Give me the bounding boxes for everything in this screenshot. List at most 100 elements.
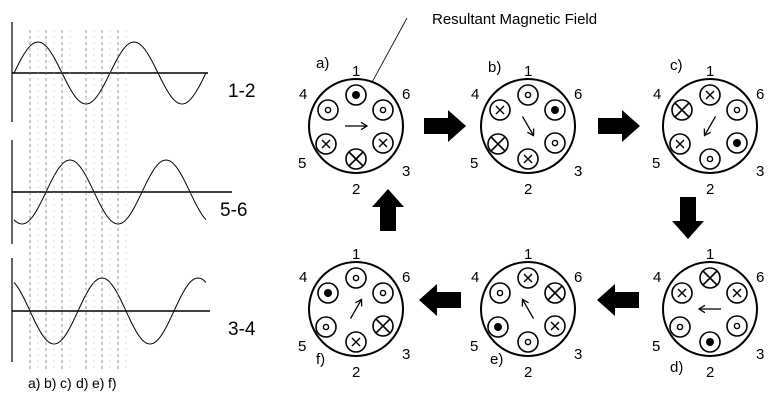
slot-label-6: 6 <box>574 269 582 286</box>
conductor-dot <box>551 106 559 114</box>
field-arrow-head <box>360 121 369 131</box>
field-arrow-head <box>527 128 535 137</box>
slot-label-3: 3 <box>402 163 410 180</box>
conductor-small-cross <box>732 288 742 298</box>
slot-label-3: 3 <box>756 346 764 363</box>
conductor-cross <box>348 151 364 167</box>
conductor-small-circle <box>322 323 330 331</box>
time-marker-label: e) <box>92 375 104 391</box>
step-label: d) <box>670 359 683 376</box>
conductor-small-circle <box>496 289 504 297</box>
slot-label-4: 4 <box>299 86 307 103</box>
step-label: f) <box>316 351 325 368</box>
step-label: b) <box>488 59 501 76</box>
slot-label-3: 3 <box>402 346 410 363</box>
slot-label-5: 5 <box>470 338 478 355</box>
conductor-small-circle <box>676 323 684 331</box>
conductor-dot <box>352 91 360 99</box>
wave-label: 1-2 <box>228 81 255 102</box>
slot-label-1: 1 <box>706 63 714 80</box>
conductor-small-cross <box>675 139 685 149</box>
slot-label-3: 3 <box>574 346 582 363</box>
flow-arrow-right <box>424 110 466 142</box>
slot-label-6: 6 <box>402 86 410 103</box>
conductor-cross <box>490 136 506 152</box>
conductor-small-circle <box>324 106 332 114</box>
flow-arrow-down <box>672 197 704 239</box>
slot-label-5: 5 <box>652 338 660 355</box>
slot-label-1: 1 <box>524 246 532 263</box>
conductor-dot <box>733 139 741 147</box>
slot-label-1: 1 <box>352 63 360 80</box>
conductor-dot <box>494 323 502 331</box>
stator-step: 1 2 3 4 5 6 d) <box>652 246 764 381</box>
field-arrow-shaft <box>349 299 363 319</box>
flow-arrow-up <box>372 189 404 231</box>
conductor-small-circle <box>352 274 360 282</box>
conductor-small-circle <box>706 155 714 163</box>
conductor-cross <box>674 102 690 118</box>
conductor-small-circle <box>733 106 741 114</box>
field-arrow-shaft <box>521 116 535 136</box>
conductor-small-circle <box>524 338 532 346</box>
conductor-small-cross <box>495 105 505 115</box>
conductor-small-circle <box>524 91 532 99</box>
slot-label-2: 2 <box>706 364 714 381</box>
slot-label-4: 4 <box>653 86 661 103</box>
conductor-cross <box>702 270 718 286</box>
slot-label-2: 2 <box>524 181 532 198</box>
conductor-small-cross <box>677 288 687 298</box>
step-label: e) <box>490 351 503 368</box>
stator-sequence: 123456a)123456b)123456c)123456d)123456e)… <box>298 55 764 381</box>
conductor-small-cross <box>550 321 560 331</box>
slot-label-4: 4 <box>471 86 479 103</box>
time-marker-label: d) <box>76 375 88 391</box>
slot-label-6: 6 <box>756 269 764 286</box>
wave-label: 5-6 <box>220 200 247 221</box>
slot-label-3: 3 <box>574 163 582 180</box>
conductor-cross <box>375 318 391 334</box>
conductor-small-cross <box>351 337 361 347</box>
step-label: c) <box>670 57 683 74</box>
slot-label-5: 5 <box>298 155 306 172</box>
slot-label-6: 6 <box>574 86 582 103</box>
conductor-small-cross <box>523 154 533 164</box>
time-marker-label: b) <box>44 375 56 391</box>
slot-label-3: 3 <box>756 163 764 180</box>
flow-arrow-left <box>597 284 639 316</box>
conductor-dot <box>706 338 714 346</box>
slot-label-4: 4 <box>653 269 661 286</box>
field-arrow-shaft <box>703 116 717 136</box>
slot-label-5: 5 <box>652 155 660 172</box>
slot-label-6: 6 <box>402 269 410 286</box>
field-arrow-head <box>697 304 706 314</box>
conductor-small-circle <box>379 106 387 114</box>
conductor-small-cross <box>705 90 715 100</box>
conductor-small-circle <box>379 289 387 297</box>
time-marker-label: c) <box>60 375 72 391</box>
slot-label-1: 1 <box>706 246 714 263</box>
waveform-panel: 1-25-63-4a)b)c)d)e)f) <box>11 22 256 391</box>
conductor-small-cross <box>321 139 331 149</box>
field-arrow-head <box>355 298 363 307</box>
sequence-arrows <box>372 110 704 316</box>
time-marker-label: a) <box>28 375 40 391</box>
flow-arrow-right <box>598 110 640 142</box>
conductor-small-cross <box>523 273 533 283</box>
slot-label-2: 2 <box>706 181 714 198</box>
conductor-small-cross <box>378 138 388 148</box>
slot-label-4: 4 <box>471 269 479 286</box>
slot-label-5: 5 <box>298 338 306 355</box>
slot-label-5: 5 <box>470 155 478 172</box>
field-arrow-head <box>521 298 529 307</box>
step-label: a) <box>316 55 329 72</box>
wave-label: 3-4 <box>228 319 256 340</box>
conductor-small-circle <box>733 322 741 330</box>
